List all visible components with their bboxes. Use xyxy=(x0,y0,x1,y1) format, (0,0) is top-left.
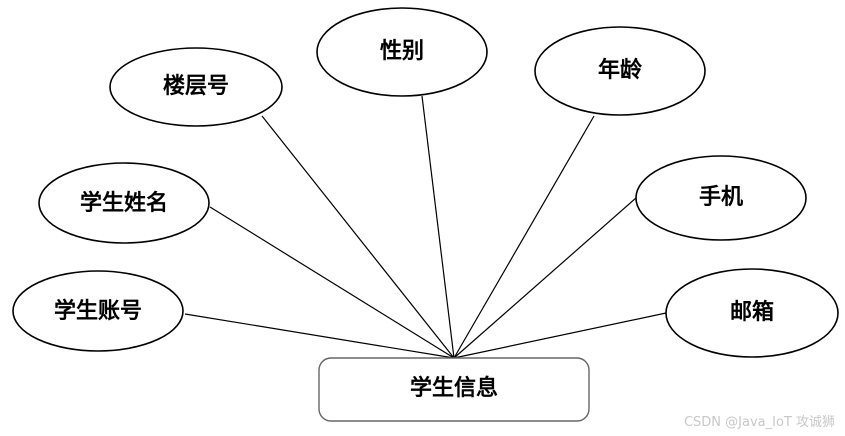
link-student-name xyxy=(209,206,455,359)
attribute-student-name-label: 学生姓名 xyxy=(80,190,168,216)
entity-student-info-label: 学生信息 xyxy=(410,375,498,401)
link-phone xyxy=(453,197,637,359)
attribute-phone-label: 手机 xyxy=(699,185,743,210)
attribute-email-label: 邮箱 xyxy=(730,299,774,325)
entity-student-info-box xyxy=(318,357,590,422)
attribute-email: 邮箱 xyxy=(665,268,839,358)
link-email xyxy=(453,312,667,359)
attribute-gender: 性别 xyxy=(316,7,488,97)
attribute-age: 年龄 xyxy=(534,26,706,116)
attribute-phone-shape xyxy=(635,155,807,241)
link-age xyxy=(453,115,595,359)
link-gender xyxy=(421,95,455,359)
attribute-phone: 手机 xyxy=(635,155,807,241)
attribute-age-shape xyxy=(534,26,706,116)
attribute-student-name-shape xyxy=(38,162,210,244)
attribute-gender-label: 性别 xyxy=(380,39,424,64)
attribute-email-shape xyxy=(665,268,839,358)
attribute-student-account-shape xyxy=(12,270,184,352)
attribute-floor-number-shape xyxy=(109,47,283,127)
attribute-student-name: 学生姓名 xyxy=(38,162,210,244)
attribute-floor-number-label: 楼层号 xyxy=(163,74,229,99)
attribute-age-label: 年龄 xyxy=(598,57,643,83)
link-floor-number xyxy=(261,115,455,359)
attribute-gender-shape xyxy=(316,7,488,97)
entity-student-info: 学生信息 xyxy=(318,357,590,422)
attribute-floor-number: 楼层号 xyxy=(109,47,283,127)
attribute-student-account-label: 学生账号 xyxy=(54,298,142,324)
link-student-account xyxy=(184,313,455,359)
attribute-student-account: 学生账号 xyxy=(12,270,184,352)
csdn-watermark: CSDN @Java_IoT 攻诚狮 xyxy=(683,415,835,430)
